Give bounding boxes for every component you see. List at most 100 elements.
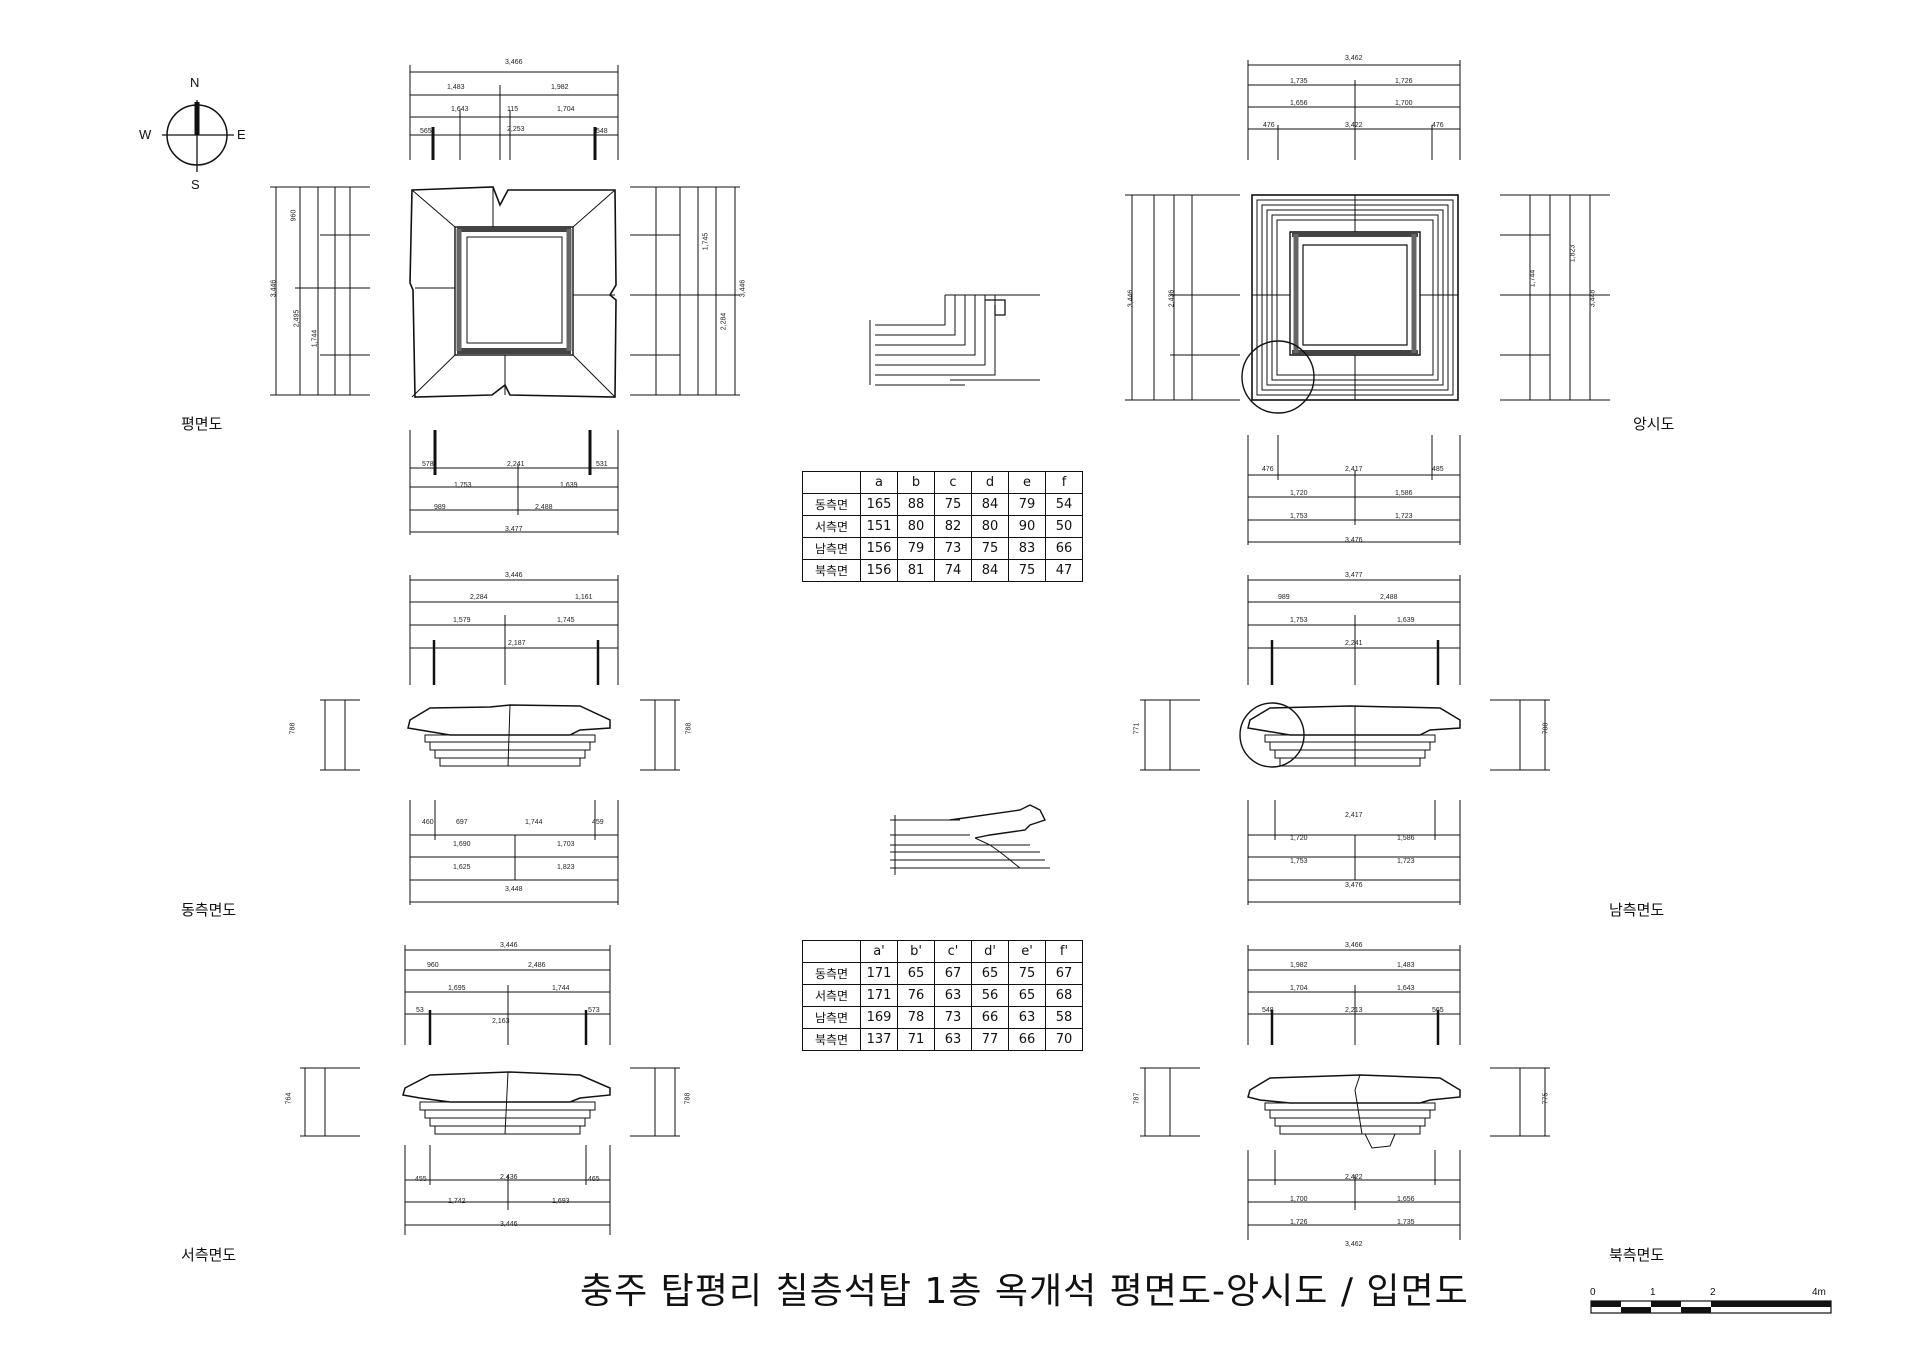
label-east-elevation: 동측면도 bbox=[181, 901, 237, 919]
compass-w: W bbox=[139, 127, 152, 142]
table-cell: 63 bbox=[934, 984, 972, 1007]
table-cell: 77 bbox=[971, 1028, 1009, 1051]
label-west-elevation: 서측면도 bbox=[181, 1246, 237, 1264]
scale-label-0: 0 bbox=[1590, 1287, 1596, 1298]
table-cell: 88 bbox=[897, 493, 935, 516]
table-row: 동측면 171 65 67 65 75 67 bbox=[802, 962, 1083, 985]
scale-bar bbox=[1590, 1300, 1832, 1314]
west-dim-1744: 1,744 bbox=[552, 985, 570, 992]
table-cell: 73 bbox=[934, 1006, 972, 1029]
table1-header-a: a bbox=[860, 471, 898, 494]
top-dim-bottom-2417: 2,417 bbox=[1345, 466, 1363, 473]
plan-dim-115: 115 bbox=[507, 106, 519, 113]
west-dim-3446: 3,446 bbox=[500, 942, 518, 949]
south-dim-3477: 3,477 bbox=[1345, 572, 1363, 579]
table-cell: 54 bbox=[1045, 493, 1083, 516]
south-dim-bottom-1753: 1,753 bbox=[1290, 858, 1308, 865]
south-elevation-drawing bbox=[1140, 575, 1550, 905]
table2-header-d: d' bbox=[971, 940, 1009, 963]
table1-header-row: a b c d e f bbox=[802, 471, 1083, 494]
top-dim-bottom-3476: 3,476 bbox=[1345, 537, 1363, 544]
table2-header-a: a' bbox=[860, 940, 898, 963]
top-dim-bottom-1720: 1,720 bbox=[1290, 490, 1308, 497]
west-dim-bottom-3446: 3,446 bbox=[500, 1221, 518, 1228]
table-row: 남측면 169 78 73 66 63 58 bbox=[802, 1006, 1083, 1029]
table-row: 북측면 156 81 74 84 75 47 bbox=[802, 559, 1083, 582]
table-cell: 137 bbox=[860, 1028, 898, 1051]
north-dim-side-right: 775 bbox=[1542, 1092, 1550, 1105]
south-dim-1753: 1,753 bbox=[1290, 617, 1308, 624]
table2-header-blank bbox=[802, 940, 861, 963]
table-cell: 63 bbox=[934, 1028, 972, 1051]
north-arrow-compass bbox=[162, 100, 234, 172]
plan-dim-bottom-1753: 1,753 bbox=[454, 482, 472, 489]
north-dim-bottom-3462: 3,462 bbox=[1345, 1241, 1363, 1248]
label-north-elevation: 북측면도 bbox=[1609, 1246, 1665, 1264]
east-dim-2187: 2,187 bbox=[508, 640, 526, 647]
east-dim-bottom-1625: 1,625 bbox=[453, 864, 471, 871]
north-dim-bottom-1735: 1,735 bbox=[1397, 1219, 1415, 1226]
table2-row-label: 동측면 bbox=[802, 962, 861, 985]
north-dim-548: 548 bbox=[1262, 1007, 1274, 1014]
table-cell: 63 bbox=[1008, 1006, 1046, 1029]
north-dim-side-left: 787 bbox=[1133, 1092, 1141, 1105]
east-elevation-drawing bbox=[320, 575, 680, 905]
table-cell: 70 bbox=[1045, 1028, 1083, 1051]
table-cell: 84 bbox=[971, 559, 1009, 582]
plan-dim-bottom-1639: 1,639 bbox=[560, 482, 578, 489]
table-cell: 169 bbox=[860, 1006, 898, 1029]
plan-dim-bottom-531: 531 bbox=[596, 461, 608, 468]
east-dim-1745: 1,745 bbox=[557, 617, 575, 624]
table-cell: 67 bbox=[1045, 962, 1083, 985]
top-dim-bottom-1586: 1,586 bbox=[1395, 490, 1413, 497]
plan-dim-right-2284: 2,284 bbox=[720, 312, 728, 331]
table-cell: 78 bbox=[897, 1006, 935, 1029]
table2-header-b: b' bbox=[897, 940, 935, 963]
table-cell: 80 bbox=[897, 515, 935, 538]
table-cell: 50 bbox=[1045, 515, 1083, 538]
compass-n: N bbox=[190, 75, 200, 90]
table-cell: 171 bbox=[860, 984, 898, 1007]
plan-dim-left-1744: 1,744 bbox=[311, 329, 319, 348]
east-dim-1161: 1,161 bbox=[575, 594, 593, 601]
top-dim-bottom-485: 485 bbox=[1432, 466, 1444, 473]
north-dim-1483: 1,483 bbox=[1397, 962, 1415, 969]
east-dim-bottom-1703: 1,703 bbox=[557, 841, 575, 848]
south-dim-1639: 1,639 bbox=[1397, 617, 1415, 624]
table-cell: 65 bbox=[897, 962, 935, 985]
table-cell: 79 bbox=[1008, 493, 1046, 516]
table-cell: 80 bbox=[971, 515, 1009, 538]
west-dim-576: 53 bbox=[416, 1007, 424, 1014]
table-row: 서측면 151 80 82 80 90 50 bbox=[802, 515, 1083, 538]
top-dim-476a: 476 bbox=[1263, 122, 1275, 129]
plan-dim-right-1745: 1,745 bbox=[702, 232, 710, 251]
label-top-view: 앙시도 bbox=[1633, 415, 1675, 433]
plan-dim-total-top: 3,466 bbox=[505, 59, 523, 66]
table-cell: 65 bbox=[971, 962, 1009, 985]
compass-e: E bbox=[237, 127, 246, 142]
north-dim-565: 565 bbox=[1432, 1007, 1444, 1014]
table2-header-c: c' bbox=[934, 940, 972, 963]
north-dim-bottom-2422: 2,422 bbox=[1345, 1174, 1363, 1181]
top-dim-1656: 1,656 bbox=[1290, 100, 1308, 107]
east-dim-bottom-1690: 1,690 bbox=[453, 841, 471, 848]
plan-dim-1483: 1,483 bbox=[447, 84, 465, 91]
plan-dim-1704: 1,704 bbox=[557, 106, 575, 113]
table-cell: 75 bbox=[1008, 559, 1046, 582]
plan-dim-left-3446: 3,446 bbox=[270, 279, 278, 298]
top-dim-476b: 476 bbox=[1432, 122, 1444, 129]
south-dim-2241: 2,241 bbox=[1345, 640, 1363, 647]
west-dim-bottom-465: 465 bbox=[588, 1176, 600, 1183]
north-dim-1982: 1,982 bbox=[1290, 962, 1308, 969]
south-dim-bottom-2417: 2,417 bbox=[1345, 812, 1363, 819]
table-cell: 75 bbox=[1008, 962, 1046, 985]
north-elevation-drawing bbox=[1140, 945, 1550, 1240]
east-dim-3446: 3,446 bbox=[505, 572, 523, 579]
table-row: 남측면 156 79 73 75 83 66 bbox=[802, 537, 1083, 560]
table-cell: 171 bbox=[860, 962, 898, 985]
plan-dim-bottom-2488: 2,488 bbox=[535, 504, 553, 511]
plan-dim-1982: 1,982 bbox=[551, 84, 569, 91]
table-cell: 156 bbox=[860, 559, 898, 582]
eave-step-detail-section bbox=[890, 804, 1050, 875]
top-dim-1726: 1,726 bbox=[1395, 78, 1413, 85]
